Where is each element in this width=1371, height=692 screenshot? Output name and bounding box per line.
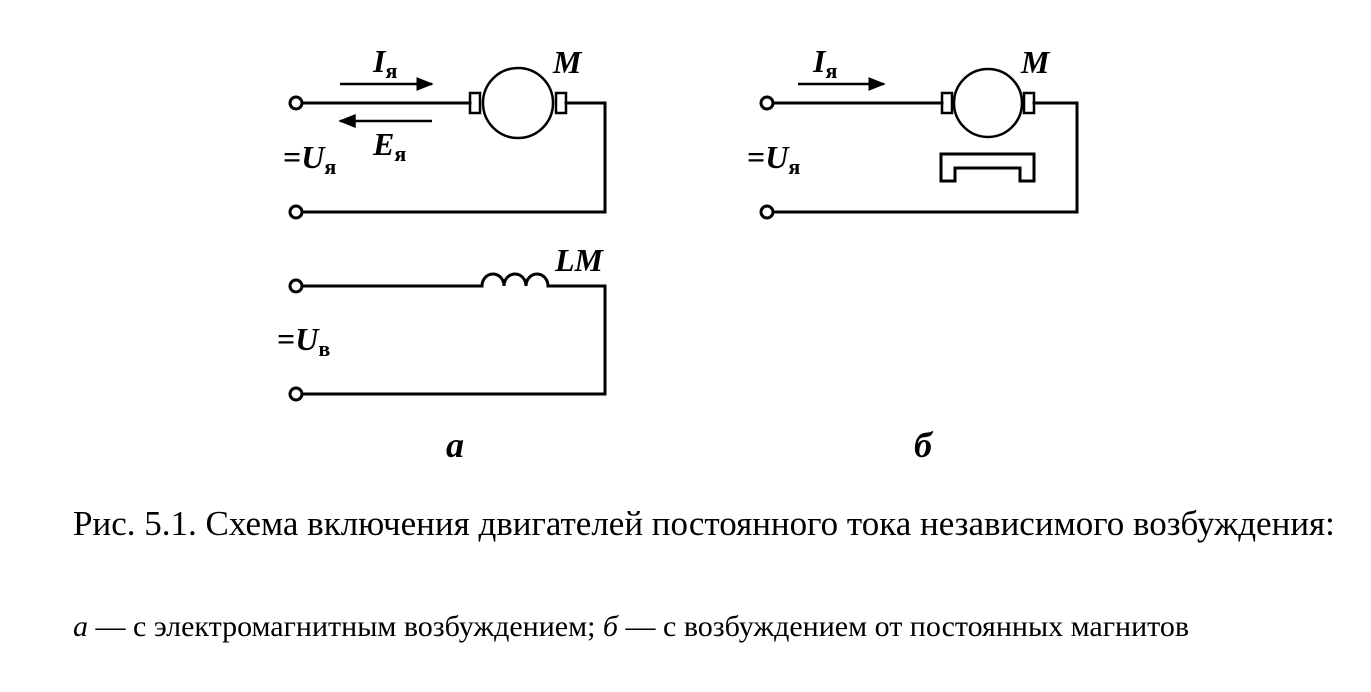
current-label-a: Iя	[372, 43, 397, 83]
armature-voltage-label-a: =Uя	[283, 139, 336, 179]
figure-caption-title: Рис. 5.1. Схема включения двигателей пос…	[73, 504, 1335, 543]
permanent-magnet	[939, 152, 1036, 183]
brush-left-b	[940, 91, 954, 115]
armature-wire-return-a	[300, 101, 607, 214]
terminal-armature-bottom-a[interactable]	[288, 204, 304, 220]
field-winding-coil	[480, 272, 550, 288]
terminal-armature-top-b[interactable]	[759, 95, 775, 111]
armature-wire-return-b	[771, 101, 1079, 214]
armature-circuit-b	[759, 67, 1079, 220]
motor-b-circle	[952, 67, 1024, 139]
motor-label-a: M	[552, 44, 583, 80]
terminal-armature-bottom-b[interactable]	[759, 204, 775, 220]
circuit-diagram: Iя Eя M =Uя LM =Uв а	[277, 43, 1079, 465]
panel-label-b: б	[914, 425, 934, 465]
field-circuit-a	[288, 272, 607, 402]
panel-label-a: а	[446, 425, 464, 465]
caption-letter-b: б	[602, 610, 619, 643]
armature-circuit-a	[288, 66, 607, 220]
motor-a-circle	[481, 66, 555, 140]
panel-a: Iя Eя M =Uя LM =Uв а	[277, 43, 607, 465]
terminal-field-top-a[interactable]	[288, 278, 304, 294]
field-voltage-label-a: =Uв	[277, 321, 330, 361]
motor-label-b: M	[1020, 44, 1051, 80]
field-wire-return-a	[300, 284, 607, 396]
armature-voltage-label-b: =Uя	[747, 139, 800, 179]
field-winding-label: LM	[554, 242, 605, 278]
panel-b: Iя M =Uя б	[747, 43, 1079, 465]
terminal-armature-top-a[interactable]	[288, 95, 304, 111]
current-label-b: Iя	[812, 43, 837, 83]
emf-label-a: Eя	[372, 126, 406, 166]
caption-text-b: — с возбуждением от постоянных магнитов	[618, 610, 1190, 643]
terminal-field-bottom-a[interactable]	[288, 386, 304, 402]
caption-letter-a: а	[73, 610, 88, 643]
figure-caption-description: а — с электромагнитным возбуждением; б —…	[73, 607, 1363, 647]
caption-text-a: — с электромагнитным возбуждением;	[88, 610, 603, 643]
brush-left-a	[468, 91, 482, 115]
